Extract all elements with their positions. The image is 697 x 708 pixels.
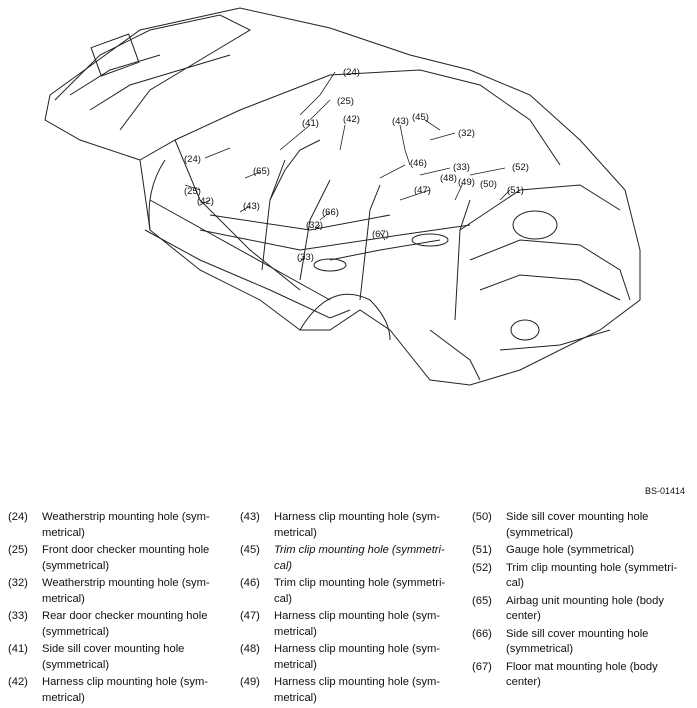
legend-number: (42): [8, 676, 28, 688]
callout-25b: (25): [184, 186, 201, 197]
callout-51: (51): [507, 185, 524, 196]
legend-text: Trim clip mounting hole (symmetri-cal): [506, 561, 678, 590]
callout-45: (45): [412, 112, 429, 123]
legend-number: (50): [472, 511, 492, 523]
legend-item-41: (41) Side sill cover mounting hole(symmet…: [8, 642, 233, 673]
legend-number: (24): [8, 511, 28, 523]
callout-42a: (42): [343, 114, 360, 125]
legend-number: (32): [8, 577, 28, 589]
legend-text: Side sill cover mounting hole(symmetrica…: [506, 511, 649, 539]
legend-text: Harness clip mounting hole (sym-metrical…: [42, 676, 209, 704]
callout-42b: (42): [197, 196, 214, 207]
callout-50: (50): [480, 179, 497, 190]
legend-number: (33): [8, 610, 28, 622]
legend-text: Harness clip mounting hole (sym-metrical…: [274, 511, 441, 539]
legend-item-47: (47) Harness clip mounting hole (sym-metr…: [240, 609, 465, 640]
legend-text: Harness clip mounting hole (sym-metrical…: [274, 676, 441, 704]
legend-item-32: (32) Weatherstrip mounting hole (sym-metr…: [8, 576, 233, 607]
callout-49: (49): [458, 177, 475, 188]
legend-number: (43): [240, 511, 260, 523]
callout-43a: (43): [392, 116, 409, 127]
callout-47: (47): [414, 185, 431, 196]
figure-code: BS-01414: [644, 486, 685, 496]
callout-66: (66): [322, 207, 339, 218]
legend-column-3: (50) Side sill cover mounting hole(symmet…: [472, 510, 694, 693]
legend-text: Weatherstrip mounting hole (sym-metrical…: [42, 511, 210, 539]
leader-lines: [184, 71, 511, 263]
legend-number: (49): [240, 676, 260, 688]
legend-number: (45): [240, 544, 260, 556]
legend-number: (47): [240, 610, 260, 622]
callout-32b: (32): [306, 220, 323, 231]
callout-24a: (24): [343, 67, 360, 78]
legend-text: Trim clip mounting hole (symmetri-cal): [274, 544, 445, 572]
legend-item-43: (43) Harness clip mounting hole (sym-metr…: [240, 510, 465, 541]
car-body-diagram: (24) (25) (41) (42) (43) (45) (32) (46) …: [44, 7, 641, 386]
legend-item-51: (51) Gauge hole (symmetrical): [472, 543, 694, 559]
legend-item-24: (24) Weatherstrip mounting hole (sym-metr…: [8, 510, 233, 541]
callout-labels: (24) (25) (41) (42) (43) (45) (32) (46) …: [184, 67, 529, 263]
legend-item-66: (66) Side sill cover mounting hole(symmet…: [472, 627, 694, 658]
legend-number: (65): [472, 594, 492, 607]
legend-number: (51): [472, 544, 492, 556]
legend-column-1: (24) Weatherstrip mounting hole (sym-metr…: [8, 510, 233, 708]
legend-item-49: (49) Harness clip mounting hole (sym-metr…: [240, 675, 465, 706]
legend-item-50: (50) Side sill cover mounting hole(symmet…: [472, 510, 694, 541]
legend-item-46: (46) Trim clip mounting hole (symmetri-ca…: [240, 576, 465, 607]
legend-text: Side sill cover mounting hole(symmetrica…: [506, 627, 649, 656]
callout-46: (46): [410, 158, 427, 169]
legend-text: Weatherstrip mounting hole (sym-metrical…: [42, 577, 210, 605]
body-shell-drawing: [44, 7, 641, 386]
legend-number: (66): [472, 627, 492, 640]
legend-item-42: (42) Harness clip mounting hole (sym-metr…: [8, 675, 233, 706]
legend-text: Front door checker mounting hole(symmetr…: [42, 544, 210, 572]
legend-number: (67): [472, 660, 492, 673]
legend-column-2: (43) Harness clip mounting hole (sym-metr…: [240, 510, 465, 708]
legend-number: (41): [8, 643, 28, 655]
legend-text: Harness clip mounting hole (sym-metrical…: [274, 643, 441, 671]
callout-25a: (25): [337, 96, 354, 107]
legend-item-48: (48) Harness clip mounting hole (sym-metr…: [240, 642, 465, 673]
callout-65: (65): [253, 166, 270, 177]
legend-text: Harness clip mounting hole (sym-metrical…: [274, 610, 441, 638]
legend-number: (25): [8, 544, 28, 556]
legend-item-45: (45) Trim clip mounting hole (symmetri-ca…: [240, 543, 465, 574]
callout-43b: (43): [243, 201, 260, 212]
callout-41: (41): [302, 118, 319, 129]
legend-text: Trim clip mounting hole (symmetri-cal): [274, 577, 446, 605]
legend-item-33: (33) Rear door checker mounting hole(symm…: [8, 609, 233, 640]
callout-52: (52): [512, 162, 529, 173]
callout-32a: (32): [458, 128, 475, 139]
callout-33b: (33): [297, 252, 314, 263]
legend-text: Rear door checker mounting hole(symmetri…: [42, 610, 208, 638]
callout-24b: (24): [184, 154, 201, 165]
legend-number: (52): [472, 561, 492, 574]
legend-item-25: (25) Front door checker mounting hole(sym…: [8, 543, 233, 574]
legend-text: Side sill cover mounting hole(symmetrica…: [42, 643, 185, 671]
legend-number: (46): [240, 577, 260, 589]
callout-48: (48): [440, 173, 457, 184]
callout-33a: (33): [453, 162, 470, 173]
legend-number: (48): [240, 643, 260, 655]
callout-67: (67): [372, 229, 389, 240]
legend-item-52: (52) Trim clip mounting hole (symmetri-ca…: [472, 561, 694, 592]
legend-text: Gauge hole (symmetrical): [506, 544, 635, 556]
